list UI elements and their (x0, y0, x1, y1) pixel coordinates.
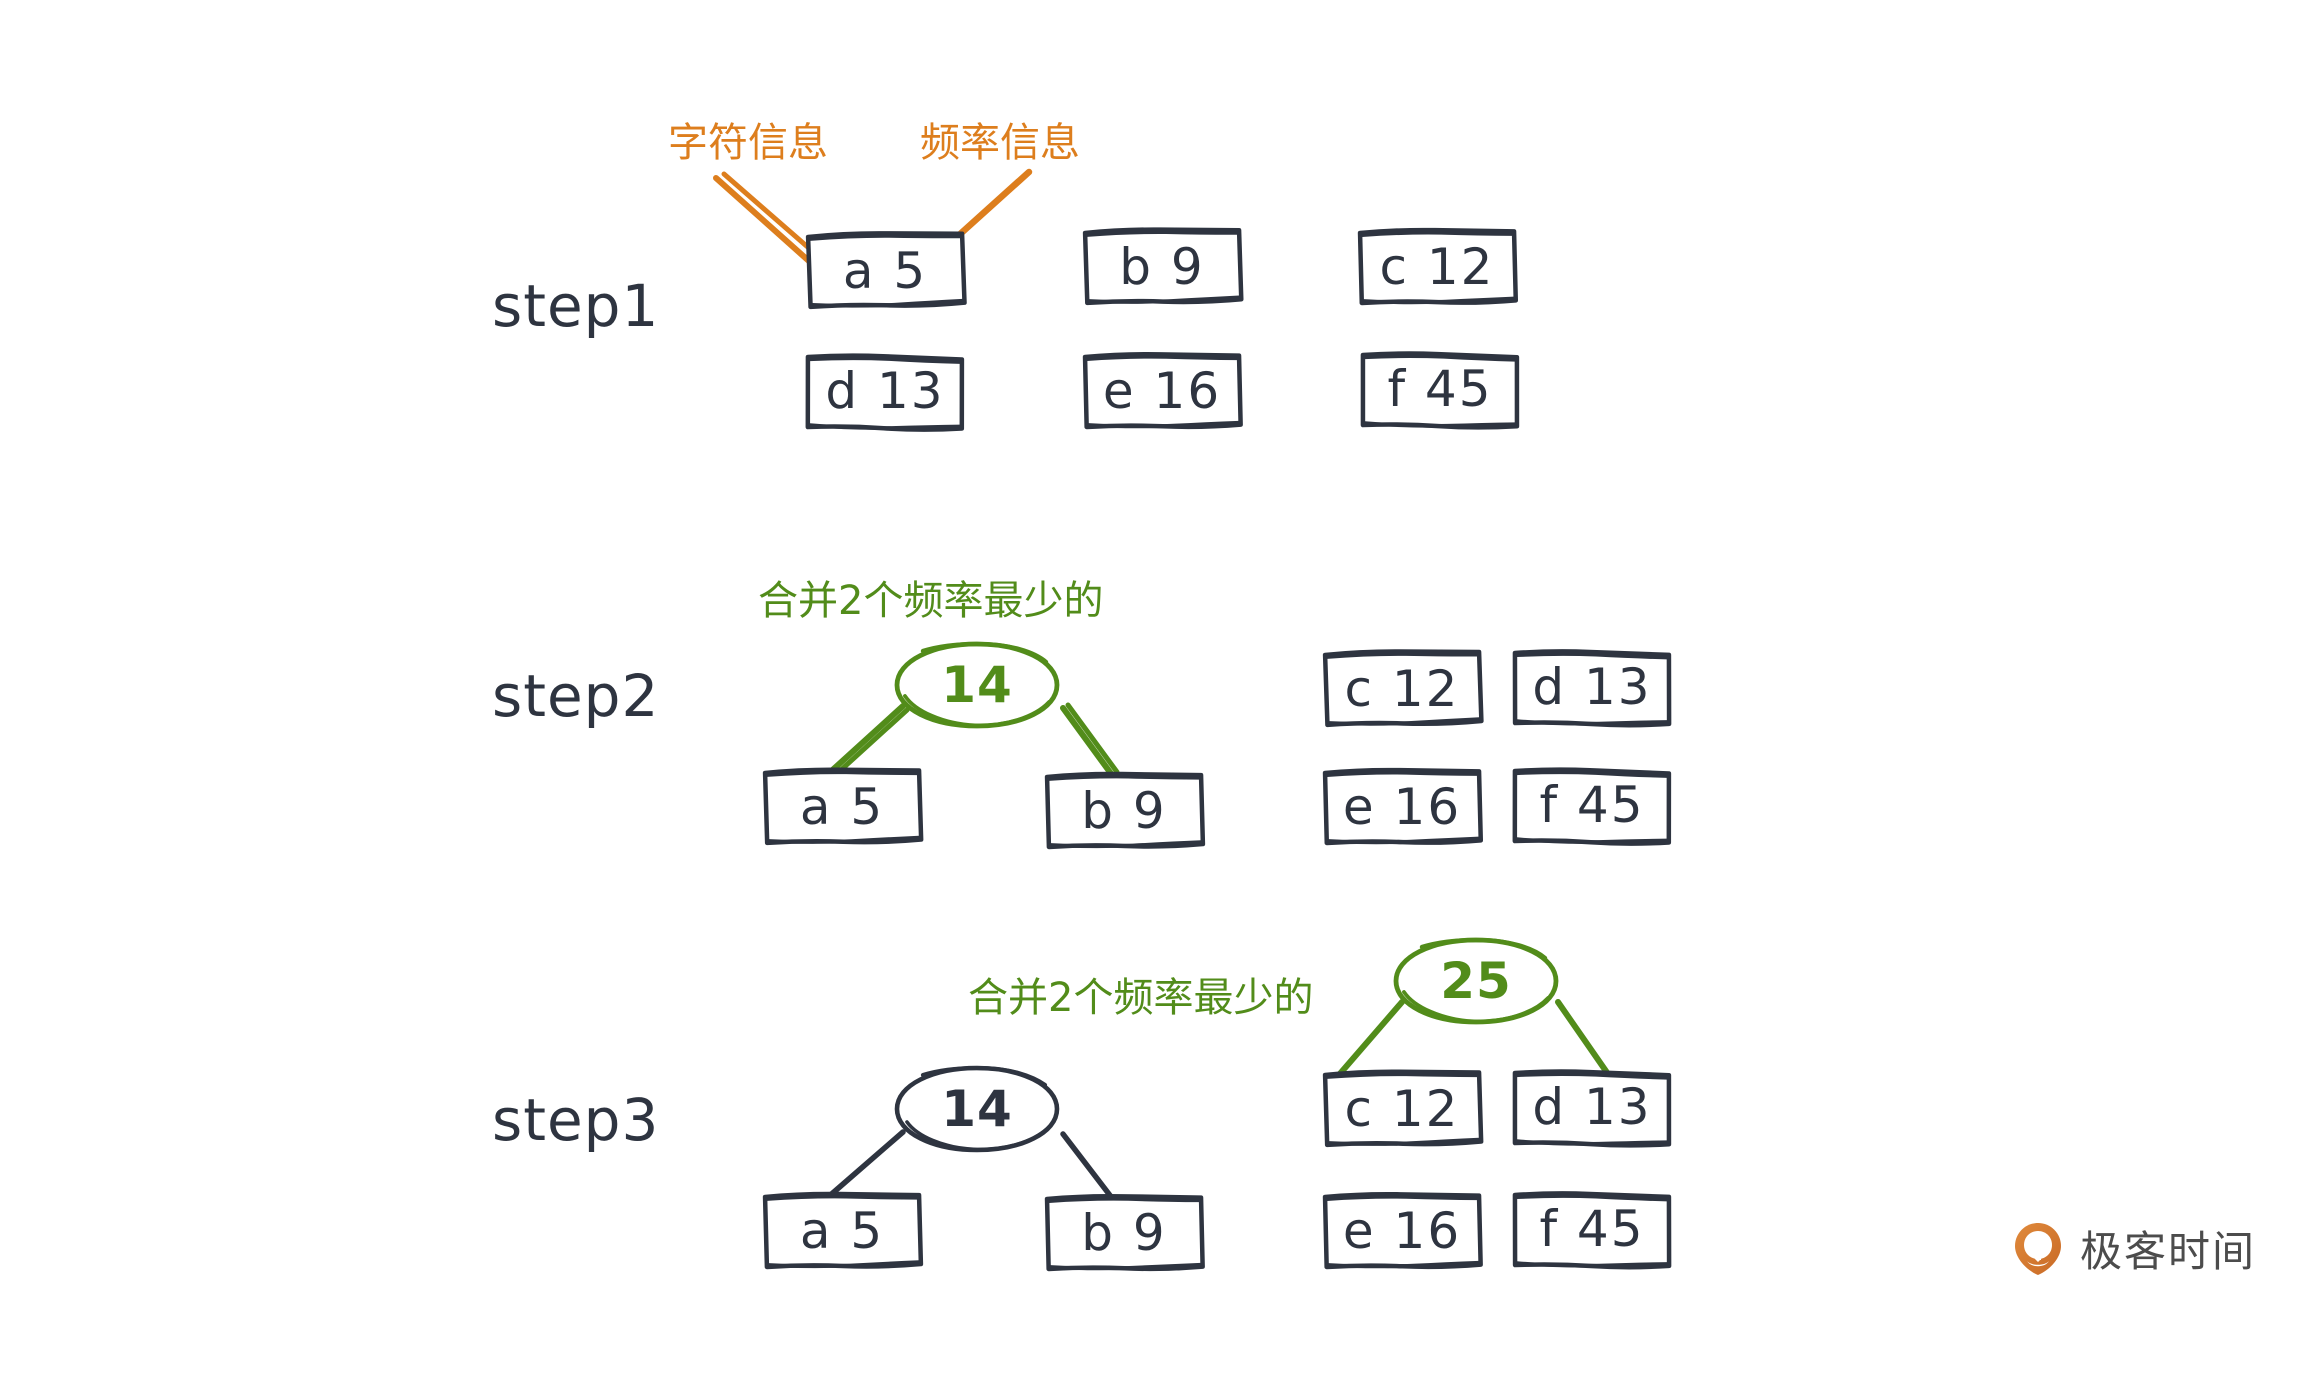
char-info-annotation: 字符信息 (668, 120, 828, 166)
step3-node-b: b 9 (1044, 1194, 1204, 1272)
merged-value: 25 (1440, 952, 1512, 1010)
node-text: a 5 (799, 1202, 885, 1260)
step1-node-a: a 5 (805, 232, 965, 310)
geektime-logo: 极客时间 (2010, 1218, 2256, 1279)
step3-node-f: f 45 (1512, 1190, 1672, 1268)
step3-label: step3 (492, 1086, 660, 1154)
step3-node-d: d 13 (1512, 1068, 1672, 1146)
logo-text: 极客时间 (2080, 1227, 2257, 1276)
node-text: f 45 (1539, 776, 1645, 834)
step1-node-d: d 13 (805, 352, 965, 430)
char-info-arrow (713, 171, 821, 265)
step2-node-c: c 12 (1322, 650, 1482, 728)
step2-node-a: a 5 (762, 768, 922, 846)
step2-label: step2 (492, 662, 660, 730)
node-text: a 5 (799, 778, 885, 836)
node-text: f 45 (1387, 360, 1493, 418)
step2-node-e: e 16 (1322, 768, 1482, 846)
step2-node-b: b 9 (1044, 772, 1204, 850)
node-text: c 12 (1379, 238, 1495, 296)
node-text: b 9 (1119, 238, 1205, 296)
step2-merged-node-14: 14 (893, 640, 1061, 730)
step3-node-e: e 16 (1322, 1192, 1482, 1270)
step2-node-f: f 45 (1512, 766, 1672, 844)
step1-node-c: c 12 (1357, 228, 1517, 306)
node-text: c 12 (1344, 660, 1460, 718)
step1-node-e: e 16 (1082, 352, 1242, 430)
node-text: e 16 (1342, 778, 1462, 836)
step3-node-c: c 12 (1322, 1070, 1482, 1148)
node-text: d 13 (1532, 658, 1652, 716)
step1-label: step1 (492, 272, 660, 340)
freq-info-annotation: 频率信息 (920, 120, 1080, 166)
merged-value: 14 (941, 1080, 1013, 1138)
step1-node-b: b 9 (1082, 228, 1242, 306)
node-text: b 9 (1081, 782, 1167, 840)
step3-merged-node-14: 14 (893, 1064, 1061, 1154)
node-text: a 5 (842, 242, 928, 300)
node-text: c 12 (1344, 1080, 1460, 1138)
step1-node-f: f 45 (1360, 350, 1520, 428)
node-text: d 13 (825, 362, 945, 420)
step3-merged-node-25: 25 (1392, 936, 1560, 1026)
node-text: e 16 (1102, 362, 1222, 420)
merged-value: 14 (941, 656, 1013, 714)
step3-node-a: a 5 (762, 1192, 922, 1270)
step2-node-d: d 13 (1512, 648, 1672, 726)
step3-merge-annotation: 合并2个频率最少的 (968, 975, 1314, 1021)
location-pin-icon (2010, 1221, 2066, 1277)
node-text: d 13 (1532, 1078, 1652, 1136)
node-text: b 9 (1081, 1204, 1167, 1262)
step2-merge-annotation: 合并2个频率最少的 (758, 578, 1104, 624)
node-text: e 16 (1342, 1202, 1462, 1260)
node-text: f 45 (1539, 1200, 1645, 1258)
